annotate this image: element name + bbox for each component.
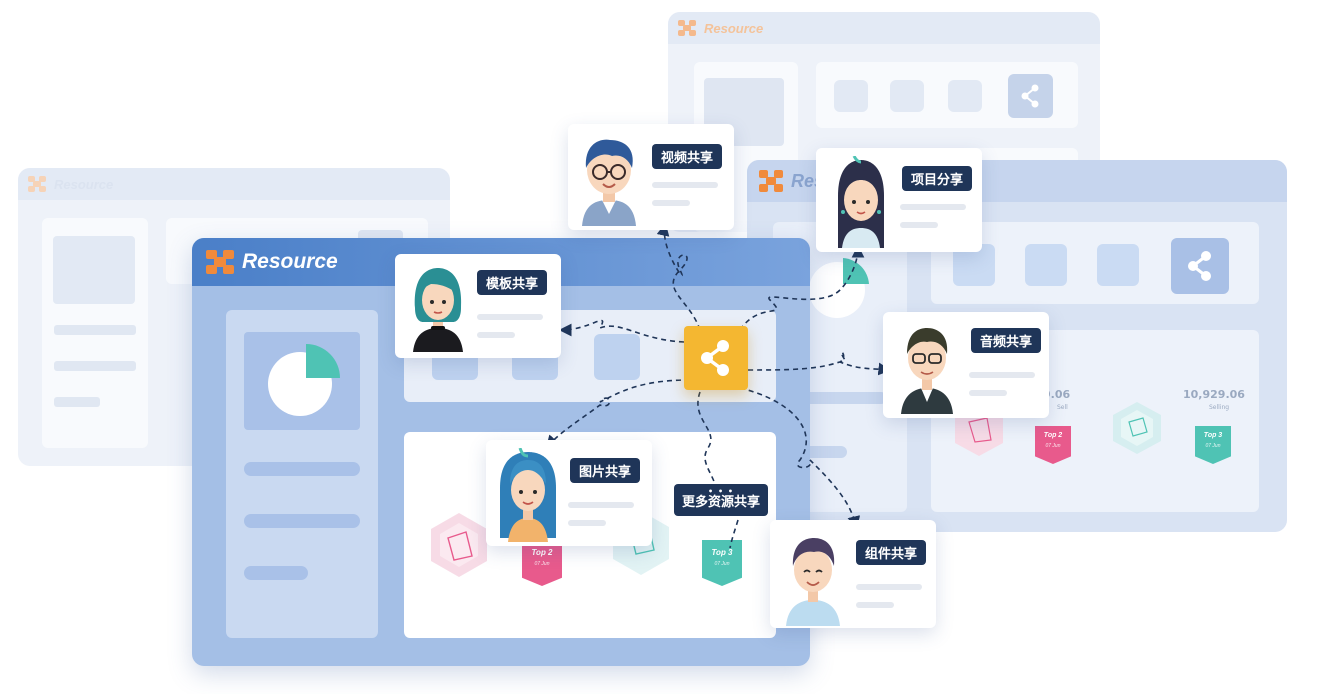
- stat-value: 10,929.06: [1183, 388, 1245, 401]
- brand-name: Resource: [704, 20, 764, 36]
- avatar-boy-glasses-icon: [582, 139, 636, 226]
- brand-logo: Resource: [28, 176, 113, 192]
- more-label: 更多资源共享: [682, 495, 761, 510]
- share-icon: [1008, 74, 1053, 118]
- user-card-label: 组件共享: [856, 540, 927, 565]
- pie-chart: [244, 332, 360, 430]
- avatar-man-glasses-icon: [901, 328, 953, 414]
- user-card-label: 图片共享: [570, 458, 641, 483]
- brand-name: Resource: [54, 176, 114, 192]
- logo-icon: [759, 170, 783, 192]
- stat-caption: Selling: [1209, 404, 1230, 411]
- user-card-video[interactable]: 视频共享: [568, 124, 734, 230]
- more-resources-tag[interactable]: • • • 更多资源共享: [674, 484, 769, 516]
- brand-logo: Resource: [678, 20, 763, 36]
- user-card-image[interactable]: 图片共享: [486, 440, 652, 546]
- user-card-label: 模板共享: [477, 270, 548, 295]
- stat-value: 9.06: [1043, 388, 1071, 401]
- user-card-label: 音频共享: [971, 328, 1042, 353]
- avatar-boy-light-shirt-icon: [786, 538, 840, 626]
- user-card-component[interactable]: 组件共享: [770, 520, 936, 628]
- user-card-project[interactable]: 项目分享: [816, 148, 982, 252]
- more-dots: • • •: [708, 487, 734, 496]
- user-card-template[interactable]: 模板共享: [395, 254, 561, 358]
- share-hub-button[interactable]: [684, 326, 748, 390]
- radar-chart: [1107, 398, 1167, 458]
- logo-icon: [206, 250, 234, 274]
- logo-icon: [678, 20, 696, 36]
- brand-logo: Resource: [206, 250, 338, 274]
- brand-name: Resource: [242, 250, 338, 273]
- pie-chart-icon: [53, 236, 135, 304]
- avatar-girl-teal-bob-icon: [413, 268, 463, 352]
- share-icon: [701, 340, 729, 376]
- logo-icon: [28, 176, 46, 192]
- user-card-label: 视频共享: [652, 144, 723, 169]
- user-card-audio[interactable]: 音频共享: [883, 312, 1049, 418]
- share-icon: [1171, 238, 1229, 294]
- avatar-girl-long-hair-icon: [838, 156, 884, 248]
- stat-caption: Sell: [1057, 404, 1068, 411]
- avatar-girl-blue-hair-icon: [500, 448, 556, 542]
- radar-chart: [424, 510, 494, 580]
- user-card-label: 项目分享: [902, 166, 973, 191]
